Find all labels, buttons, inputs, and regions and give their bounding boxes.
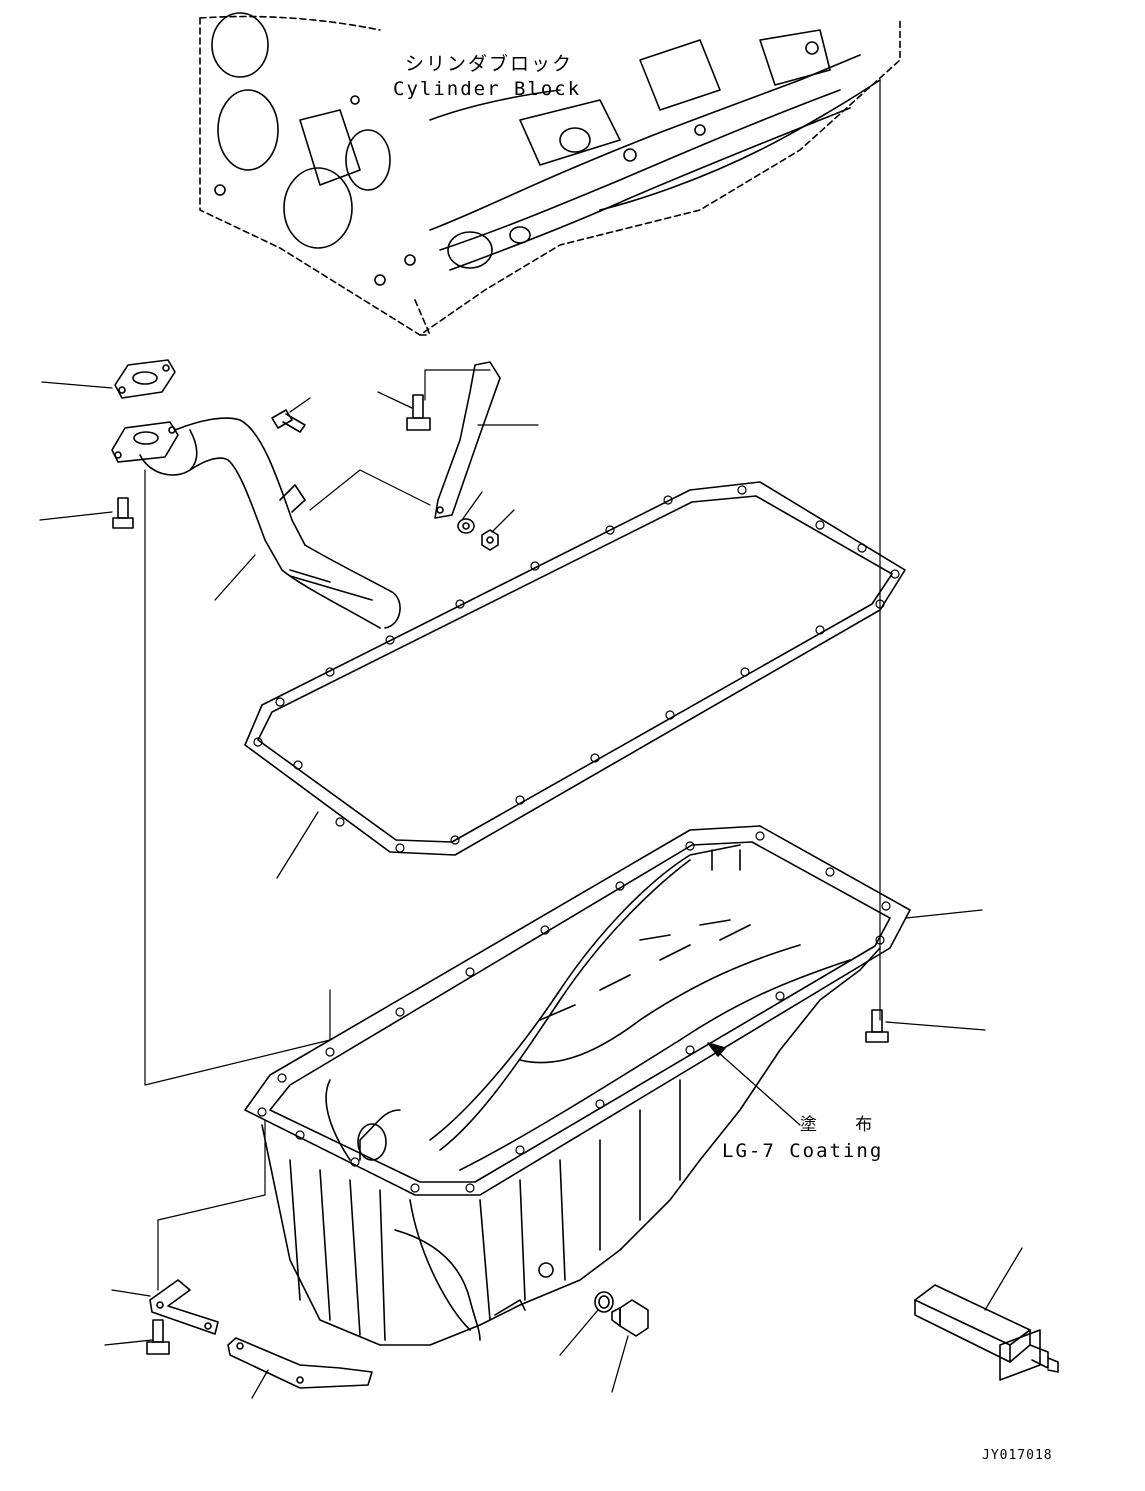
nut <box>481 529 499 551</box>
oil-pan <box>244 825 911 1346</box>
flange-bolt <box>112 497 134 529</box>
washer <box>457 518 475 534</box>
coating-arrow <box>707 1042 726 1057</box>
strainer-bracket <box>434 361 501 519</box>
oil-strainer-tube <box>111 417 401 629</box>
bracket-bolt-small <box>271 409 306 433</box>
drain-plug-o-ring <box>594 1291 614 1313</box>
bracket-bolt-bottom <box>146 1319 170 1355</box>
leader-lines <box>39 381 1023 1399</box>
strainer-gasket <box>114 359 176 399</box>
drawing-code: JY017018 <box>982 1448 1053 1463</box>
drain-plug <box>611 1299 649 1337</box>
coating-label: LG-7 Coating <box>722 1140 884 1162</box>
cylinder-block-label-jp: シリンダブロック <box>405 53 574 75</box>
oil-pan-bolt <box>865 1009 889 1043</box>
cylinder-block-label: Cylinder Block <box>393 78 582 100</box>
service-tool <box>914 1284 1059 1381</box>
alignment-lines <box>144 79 881 1291</box>
cylinder-block <box>199 12 901 336</box>
coating-label-jp: 塗 布 <box>800 1115 887 1135</box>
pan-bracket-left <box>149 1279 219 1335</box>
bracket-bolt <box>406 394 431 431</box>
oil-pan-gasket <box>244 481 906 856</box>
pan-bracket-bottom <box>227 1337 373 1389</box>
